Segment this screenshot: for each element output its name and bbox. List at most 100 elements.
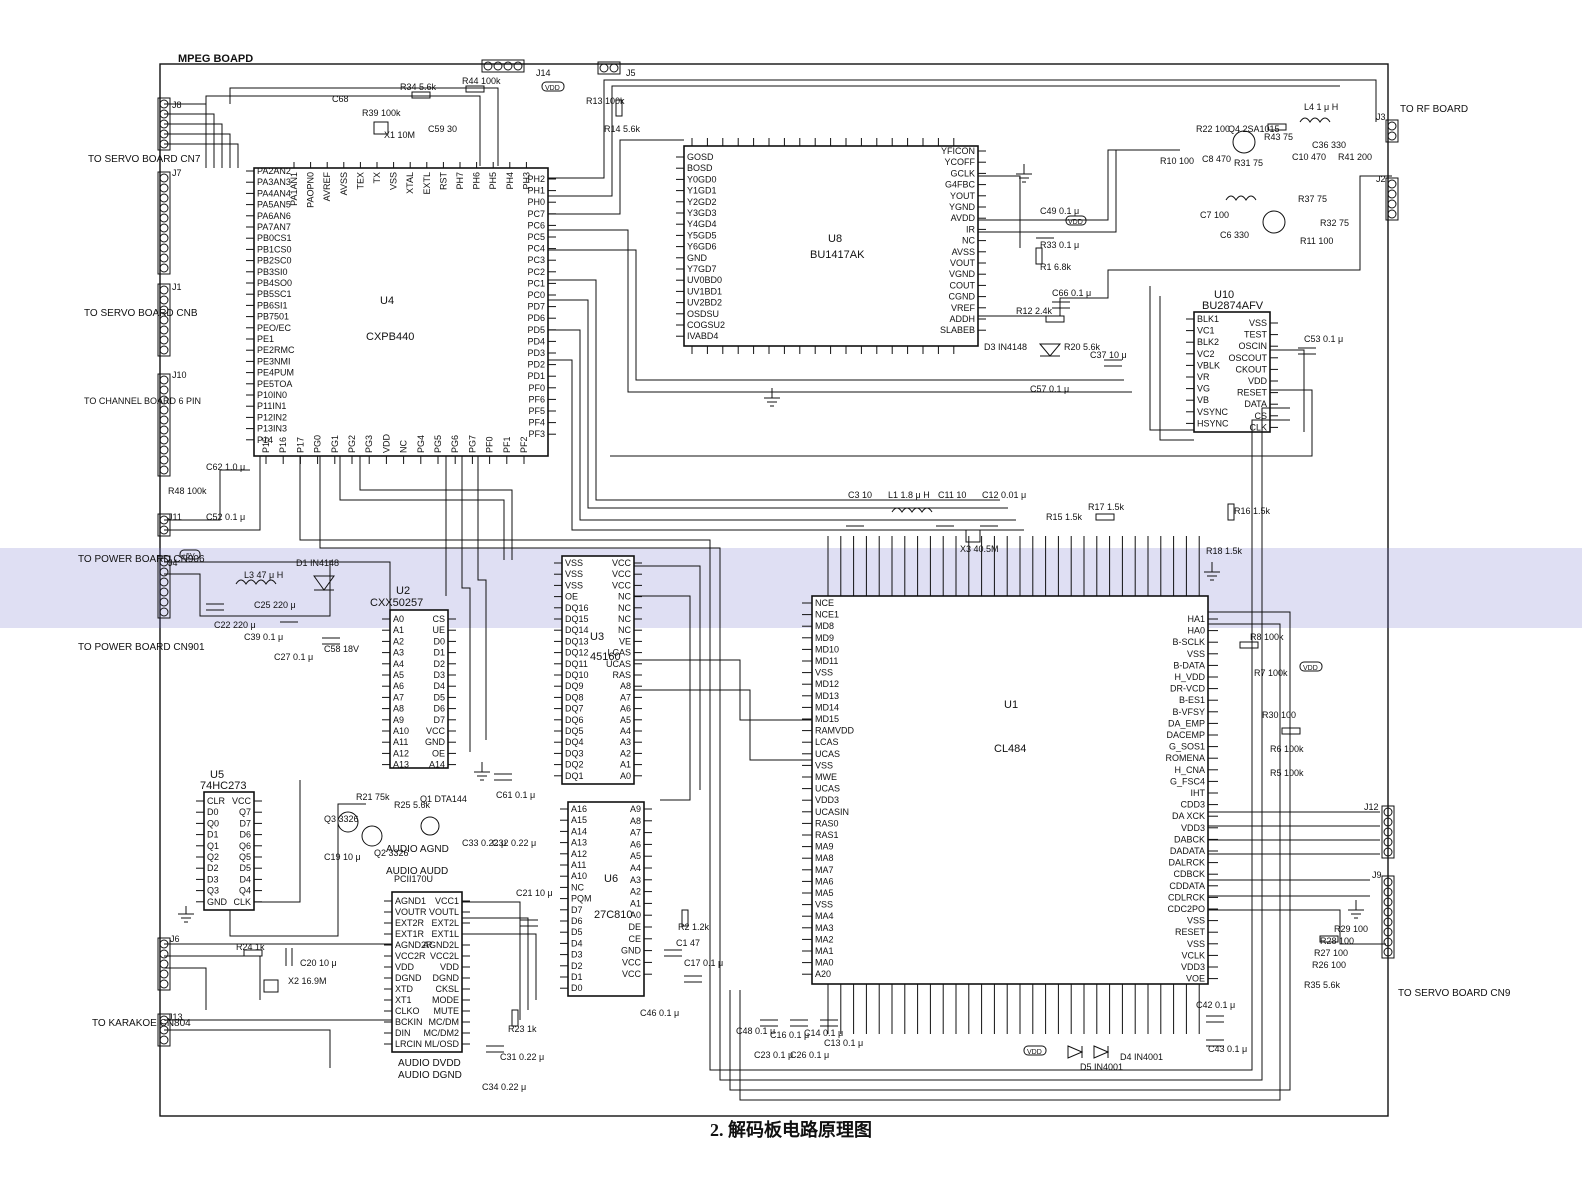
pin-label: VSS [815, 900, 833, 910]
connector-pin [1387, 179, 1397, 189]
component-label: D5 IN4001 [1080, 1062, 1123, 1072]
component-label: C17 0.1 μ [684, 958, 723, 968]
pin-label: A8 [620, 681, 631, 691]
pin-label: AVREF [322, 172, 332, 202]
pin-label: PC3 [527, 255, 545, 265]
pin-label: D6 [239, 830, 251, 840]
pin-label: PC6 [527, 220, 545, 230]
connector-pin [159, 295, 169, 305]
pin-label: PF2 [519, 436, 529, 453]
label-to-servo-cn7: TO SERVO BOARD CN7 [88, 154, 201, 165]
pin-label: EXTL [422, 172, 432, 195]
connector-pin [159, 263, 169, 273]
pin-label: OE [432, 748, 445, 758]
component-label: C21 10 μ [516, 888, 553, 898]
connector-pin [493, 61, 503, 71]
pin-label: VC2 [1197, 349, 1215, 359]
pin-label: TEX [355, 172, 365, 190]
pin-label: DADATA [1170, 846, 1205, 856]
connector-body [481, 59, 525, 73]
pin-label: Y2GD2 [687, 197, 717, 207]
pin-label: VCC [622, 957, 642, 967]
u4-part: CXPB440 [366, 331, 414, 343]
component-label: R28 100 [1320, 936, 1354, 946]
component-label: C39 0.1 μ [244, 632, 283, 642]
pin-label: Y1GD1 [687, 186, 717, 196]
component-label: C27 0.1 μ [274, 652, 313, 662]
connector-body [1381, 805, 1395, 859]
pin-label: VCC [612, 558, 632, 568]
pin-label: DQ4 [565, 737, 584, 747]
component-label: R31 75 [1234, 158, 1263, 168]
pin-label: D5 [433, 692, 445, 702]
pin-label: DALRCK [1168, 858, 1205, 868]
capacitor-c21 [520, 919, 538, 927]
audio-audd-label: AUDIO AUDD [386, 866, 448, 877]
u6-ref: U6 [604, 873, 618, 885]
component-label: R25 5.6k [394, 800, 431, 810]
component-label: C19 10 μ [324, 852, 361, 862]
component-label: R33 0.1 μ [1040, 240, 1079, 250]
capacitor-c49 [1036, 231, 1054, 239]
pin-label: CLK [233, 897, 251, 907]
discretes [178, 85, 1364, 1059]
component-label: R27 100 [1314, 948, 1348, 958]
pin-label: CLKO [395, 1006, 420, 1016]
pin-label: MA2 [815, 934, 834, 944]
connector-pin [1387, 121, 1397, 131]
ground-icon [474, 762, 490, 781]
j6-traces [164, 943, 392, 1010]
pin-label: VCC [622, 969, 642, 979]
pin-label: MA9 [815, 842, 834, 852]
pin-label: VSS [389, 172, 399, 190]
pin-label: PH4 [505, 172, 515, 190]
pin-label: VSS [1187, 916, 1205, 926]
connector-pin [159, 193, 169, 203]
pin-label: PF6 [528, 394, 545, 404]
u3-body [561, 555, 635, 785]
u4-left-pins: PA2AN2PA3AN3PA4AN4PA5AN5PA6AN6PA7AN7PB0C… [246, 166, 295, 445]
u7-right-pins: VCC1VOUTLEXT2LEXT1LAGND2LVCC2LVDDDGNDCKS… [423, 896, 470, 1049]
chip-u7: PCII170U AGND1VOUTREXT2REXT1RAGND2RVCC2R… [384, 844, 470, 1081]
transistor-q2 [361, 825, 383, 847]
component-label: C3 10 [848, 490, 872, 500]
u1-right-pins: HA1HA0B-SCLKVSSB-DATAH_VDDDR-VCDB-ES1B-V… [1165, 614, 1218, 984]
pin-label: PD7 [527, 302, 545, 312]
ref-j11: J11 [168, 512, 182, 522]
pin-label: VCC1 [435, 896, 459, 906]
pin-label: AVSS [339, 172, 349, 195]
component-label: C12 0.01 μ [982, 490, 1026, 500]
pin-label: MA5 [815, 888, 834, 898]
pin-label: Q4 [239, 886, 251, 896]
component-label: R2 1.2k [678, 922, 710, 932]
connector-pin [159, 1035, 169, 1045]
capacitor-c14 [820, 1019, 838, 1027]
pin-label: MC/DM2 [424, 1028, 460, 1038]
connector-pin [1383, 927, 1393, 937]
inductor-l3 [235, 579, 277, 585]
pin-label: MD13 [815, 691, 839, 701]
transistor-q4b [1262, 210, 1286, 234]
pin-label: H_VDD [1174, 672, 1205, 682]
connector-body [157, 171, 171, 275]
u3-part: 45160 [590, 651, 621, 663]
component-label: Q1 DTA144 [420, 794, 467, 804]
u7-right-out [462, 901, 537, 1020]
pin-label: OSCOUT [1228, 353, 1267, 363]
pin-label: A0 [393, 614, 404, 624]
component-label: C13 0.1 μ [824, 1038, 863, 1048]
connector-pin [159, 385, 169, 395]
pin-label: PH7 [455, 172, 465, 190]
pin-label: MC/DM [429, 1017, 460, 1027]
pin-label: D7 [239, 818, 251, 828]
pin-label: A3 [630, 875, 641, 885]
chip-u1: U1 CL484 NCENCE1MD8MD9MD10MD11VSSMD12MD1… [802, 536, 1218, 1034]
pin-label: YFICON [941, 146, 975, 156]
pin-label: HA1 [1187, 614, 1205, 624]
pin-label: RST [438, 171, 448, 190]
pin-label: RAS1 [815, 830, 839, 840]
pin-label: A8 [630, 816, 641, 826]
